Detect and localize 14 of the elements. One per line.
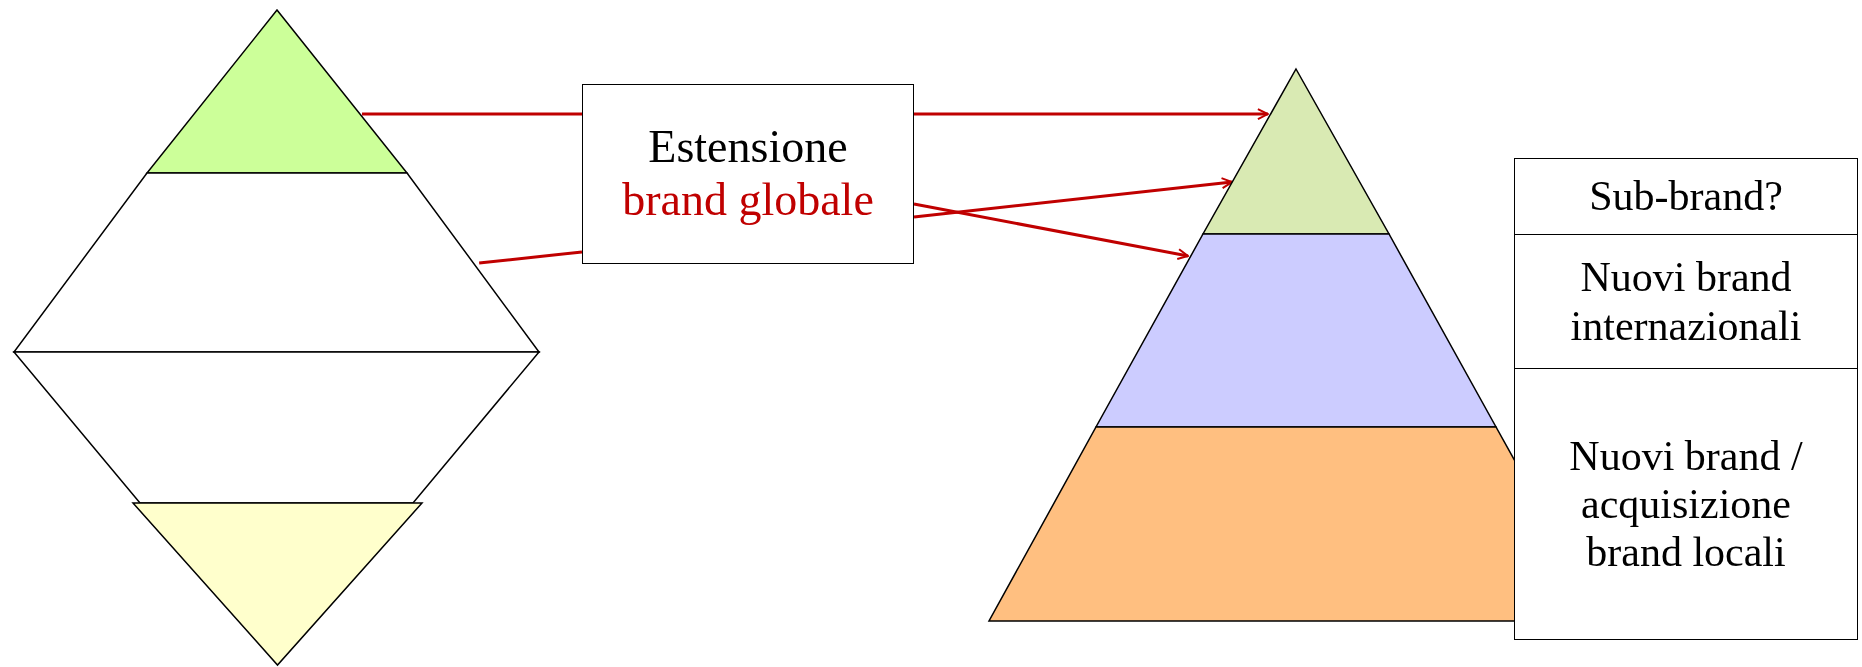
label-text: Estensione — [648, 121, 848, 174]
text-box — [1514, 368, 1858, 640]
connector-line — [362, 112, 582, 116]
text-box — [1514, 234, 1858, 369]
label-text: Nuovi brand internazionali — [1569, 253, 1803, 350]
arrow — [914, 108, 1269, 121]
connector-line — [479, 250, 583, 265]
label-text: brand globale — [622, 174, 874, 227]
text-box — [1514, 158, 1858, 235]
arrow — [913, 177, 1233, 219]
label-text: Nuovi brand / acquisizione brand locali — [1568, 431, 1804, 577]
label-text: Sub-brand? — [1589, 172, 1783, 221]
arrow — [913, 202, 1189, 261]
text-box — [582, 84, 914, 264]
